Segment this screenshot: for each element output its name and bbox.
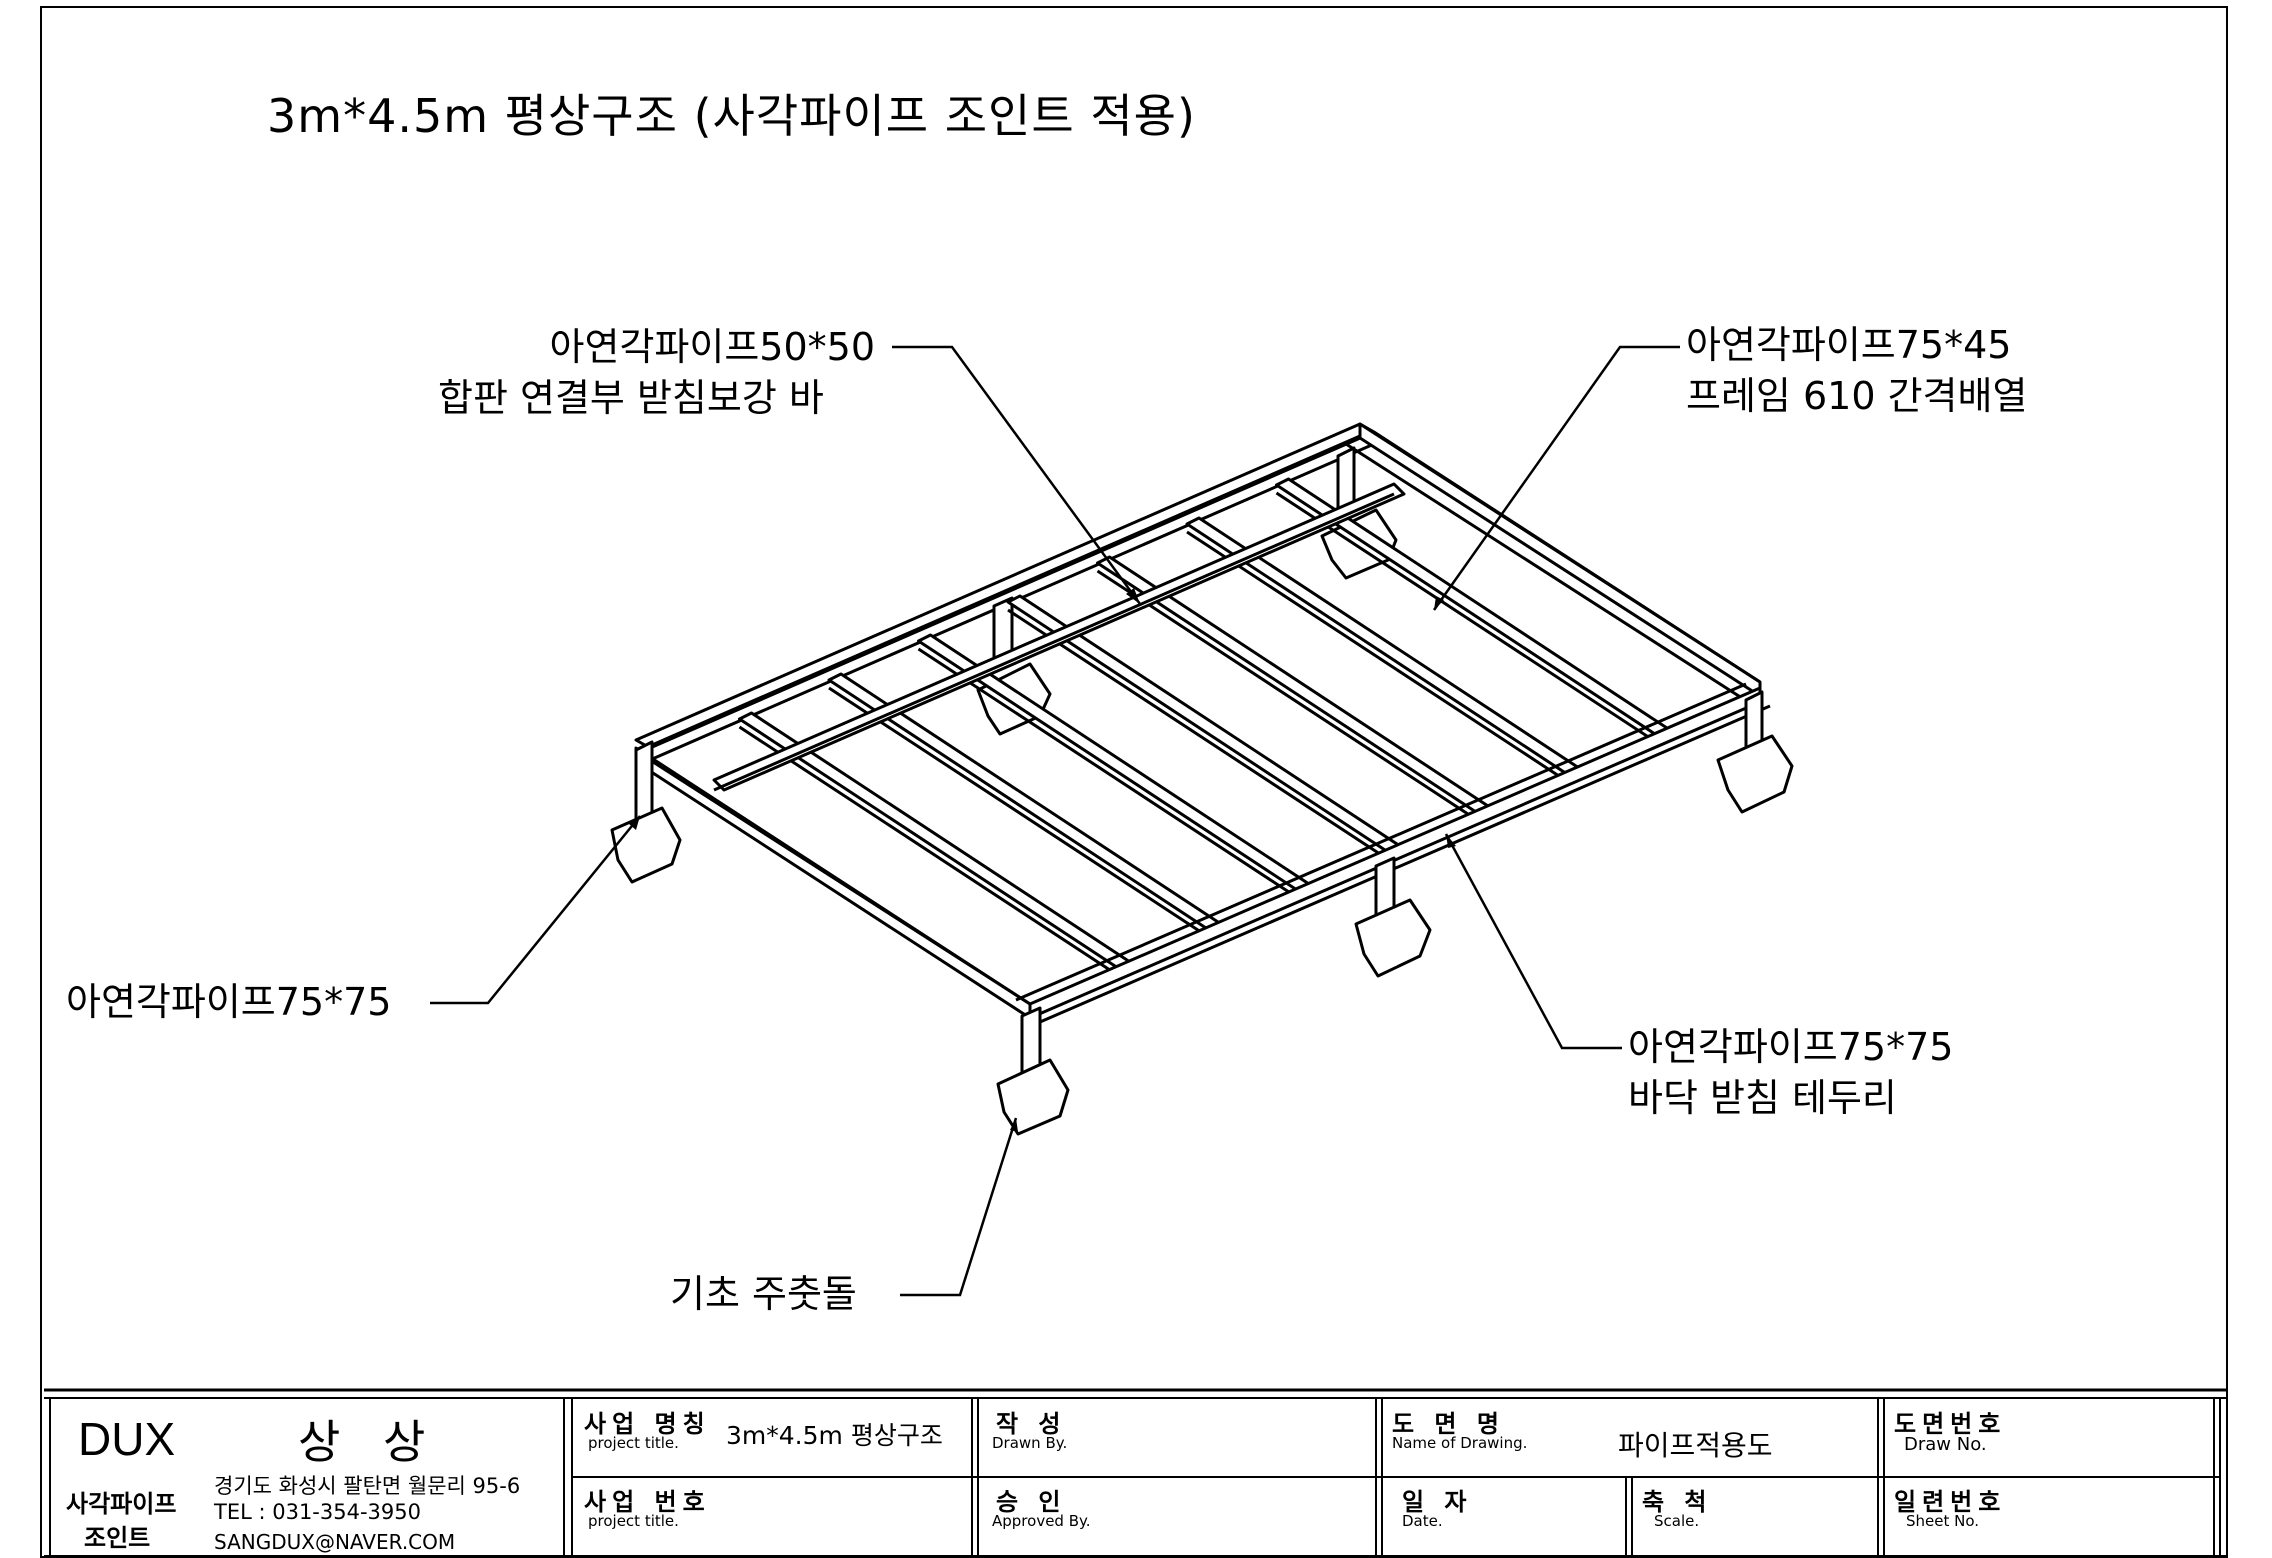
- leader-footing: [900, 1117, 1018, 1297]
- company-name: 상 상: [298, 1415, 440, 1469]
- sheet-no-label-en: Sheet No.: [1906, 1512, 1980, 1530]
- scale-label-en: Scale.: [1654, 1512, 1700, 1530]
- callout-rim-line1: 아연각파이프75*75: [1628, 1025, 1954, 1069]
- front-rim-beam: [1015, 682, 1771, 1024]
- drawn-label-en: Drawn By.: [992, 1434, 1068, 1452]
- front-post-right: [1716, 690, 1794, 814]
- floor-bearer-edge: [738, 725, 1119, 977]
- company-logo: DUX: [78, 1413, 176, 1465]
- drawing-name-label-en: Name of Drawing.: [1392, 1434, 1528, 1452]
- callout-post: 아연각파이프75*75: [66, 977, 391, 1028]
- callout-pipe50: 아연각파이프50*50: [525, 322, 875, 373]
- date-label-en: Date.: [1402, 1512, 1443, 1530]
- project-no-label: 사업 번호: [584, 1488, 711, 1516]
- leader-pipe75x45: [1432, 345, 1680, 611]
- drawing-name-value: 파이프적용도: [1618, 1429, 1773, 1462]
- front-post-left: [610, 740, 682, 884]
- callout-pipe50-desc: 합판 연결부 받침보강 바: [438, 376, 824, 420]
- callout-pipe75x45-line2: 프레임 610 간격배열: [1686, 374, 2028, 418]
- drawing-title: 3m*4.5m 평상구조 (사각파이프 조인트 적용): [267, 89, 1196, 143]
- scale-label: 축 척: [1642, 1488, 1713, 1516]
- floor-bearer-edge: [1186, 530, 1566, 782]
- date-label: 일 자: [1402, 1488, 1473, 1516]
- project-name-label: 사업 명칭: [584, 1410, 711, 1438]
- callout-pipe50-line1: 아연각파이프50*50: [549, 325, 875, 369]
- company-sub1: 사각파이프: [66, 1490, 177, 1518]
- leader-rim: [1444, 833, 1622, 1050]
- sheet-no-label: 일련번호: [1894, 1488, 2007, 1516]
- floor-bearer-edge: [1096, 569, 1477, 821]
- mid-reinforcing-bar: [712, 482, 1406, 792]
- approved-label-en: Approved By.: [992, 1512, 1091, 1530]
- title-block-grid: [44, 1388, 2226, 1557]
- drawing-no-label-en: Draw No.: [1904, 1434, 1987, 1455]
- callout-pipe75x45: 아연각파이프75*45 프레임 610 간격배열: [1686, 320, 2027, 422]
- callout-rim-line2: 바닥 받침 테두리: [1628, 1076, 1897, 1120]
- company-address: 경기도 화성시 팔탄면 월문리 95-6: [214, 1474, 521, 1498]
- floor-bearer-edge: [828, 686, 1208, 938]
- project-no-label-en: project title.: [588, 1512, 679, 1530]
- leader-pipe50: [892, 345, 1142, 605]
- drawing-name-label: 도 면 명: [1392, 1410, 1505, 1438]
- front-post-corner: [996, 1006, 1070, 1136]
- floor-bearers: [738, 477, 1670, 977]
- company-tel: TEL : 031-354-3950: [214, 1500, 421, 1524]
- approved-label: 승 인: [996, 1488, 1067, 1516]
- company-email: SANGDUX@NAVER.COM: [214, 1530, 456, 1554]
- title-block: DUX 상 상 사각파이프 조인트 경기도 화성시 팔탄면 월문리 95-6 T…: [44, 1388, 2226, 1558]
- callout-footing: 기초 주춧돌: [670, 1269, 857, 1320]
- leader-post: [430, 815, 641, 1005]
- floor-bearer-edge: [1007, 608, 1387, 860]
- floor-bearer-edge: [917, 647, 1298, 899]
- callout-footing-line1: 기초 주춧돌: [670, 1272, 857, 1316]
- front-post-center: [1354, 856, 1432, 978]
- callout-rim: 아연각파이프75*75 바닥 받침 테두리: [1628, 1022, 1953, 1124]
- drawing-no-label: 도면번호: [1894, 1410, 2007, 1438]
- project-name-label-en: project title.: [588, 1434, 679, 1452]
- callout-post-line1: 아연각파이프75*75: [66, 980, 392, 1024]
- floor-bearer-edge: [1275, 491, 1656, 743]
- project-name-value: 3m*4.5m 평상구조: [726, 1421, 943, 1450]
- company-sub2: 조인트: [84, 1524, 151, 1552]
- callout-pipe75x45-line1: 아연각파이프75*45: [1686, 323, 2012, 367]
- drawn-label: 작 성: [996, 1410, 1067, 1438]
